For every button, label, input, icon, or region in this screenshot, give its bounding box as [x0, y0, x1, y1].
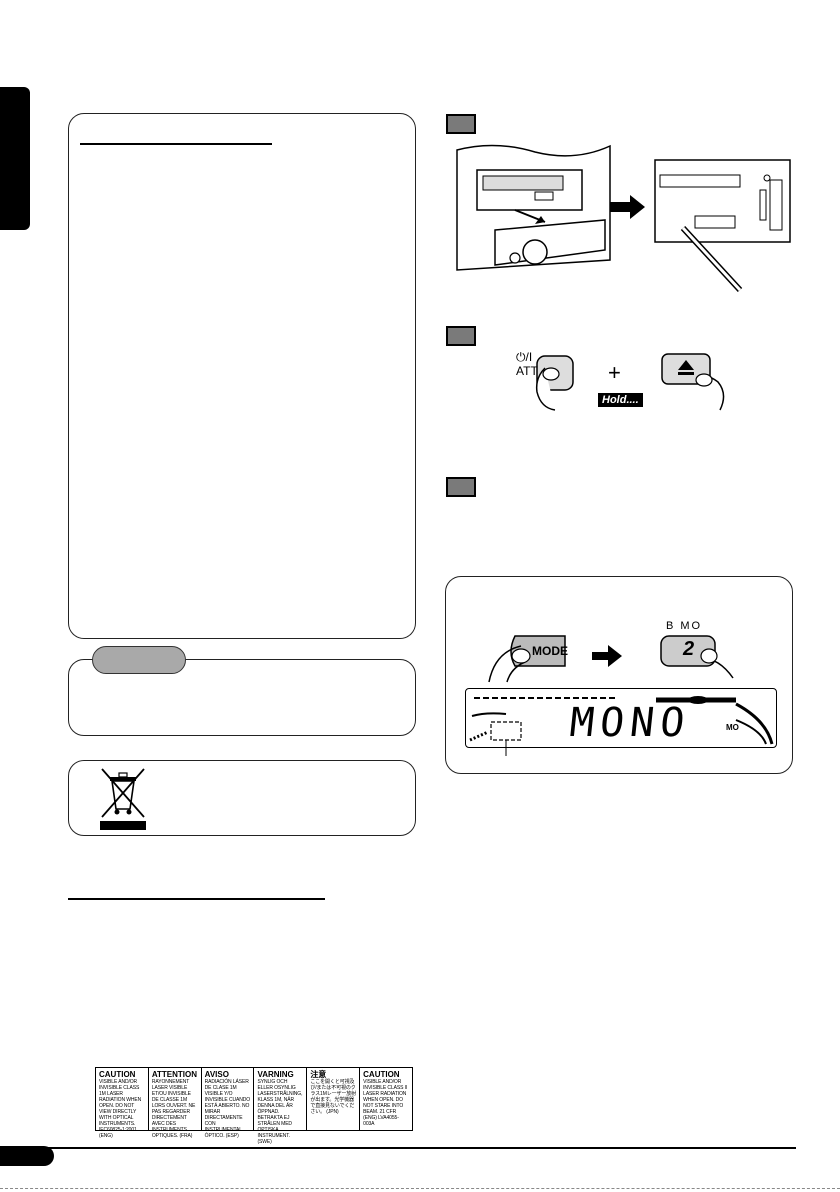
- info-box-large: [68, 113, 416, 639]
- crossed-bin-icon: [98, 763, 148, 833]
- detach-panel-illustration: [455, 140, 795, 300]
- language-side-tab: [0, 87, 30, 230]
- warn-col-4: VARNING SYNLIG OCH ELLER OSYNLIG LASERST…: [254, 1068, 308, 1145]
- caution-pill: [92, 646, 186, 674]
- warn-col-1: CAUTION VISIBLE AND/OR INVISIBLE CLASS 1…: [96, 1068, 149, 1139]
- preset-2-button-illustration: [655, 634, 745, 686]
- footer-rule: [0, 1147, 796, 1149]
- power-button-illustration: [515, 348, 585, 412]
- lcd-mono-text: MONO: [567, 700, 693, 746]
- hold-badge: Hold....: [598, 393, 643, 407]
- warn-col-2: ATTENTION RAYONNEMENT LASER VISIBLE ET/O…: [149, 1068, 202, 1139]
- step-marker-3: [446, 477, 476, 497]
- eject-button-illustration: [658, 348, 738, 412]
- heading-underline: [80, 143, 272, 145]
- lcd-mo-indicator: MO: [726, 723, 739, 732]
- page-number-tab: [0, 1146, 54, 1166]
- warn-col-5: 注意 ここを開くと可視及び/または不可視のクラス1Mレーザー放射が出ます。光学機…: [307, 1068, 361, 1130]
- warn-col-3: AVISO RADIACIÓN LÁSER DE CLASE 1M VISIBL…: [202, 1068, 255, 1139]
- arrow-right-icon: [592, 645, 622, 672]
- page-cut-line: [0, 1188, 840, 1189]
- plus-sign: +: [608, 360, 621, 385]
- warn-col-6: CAUTION VISIBLE AND/OR INVISIBLE CLASS I…: [363, 1070, 408, 1127]
- step-marker-1: [446, 114, 476, 134]
- section-underline: [68, 898, 325, 900]
- laser-warning-label: CAUTION VISIBLE AND/OR INVISIBLE CLASS 1…: [95, 1067, 413, 1145]
- step-marker-2: [446, 326, 476, 346]
- preset-2-number: 2: [683, 638, 695, 660]
- mode-button-label: MODE: [532, 644, 568, 658]
- lcd-decorations: [466, 690, 774, 756]
- power-att-label: ⏻/I ATT: [516, 350, 538, 378]
- button-2-top-label: B MO: [666, 620, 703, 632]
- mode-button-illustration: [485, 632, 575, 684]
